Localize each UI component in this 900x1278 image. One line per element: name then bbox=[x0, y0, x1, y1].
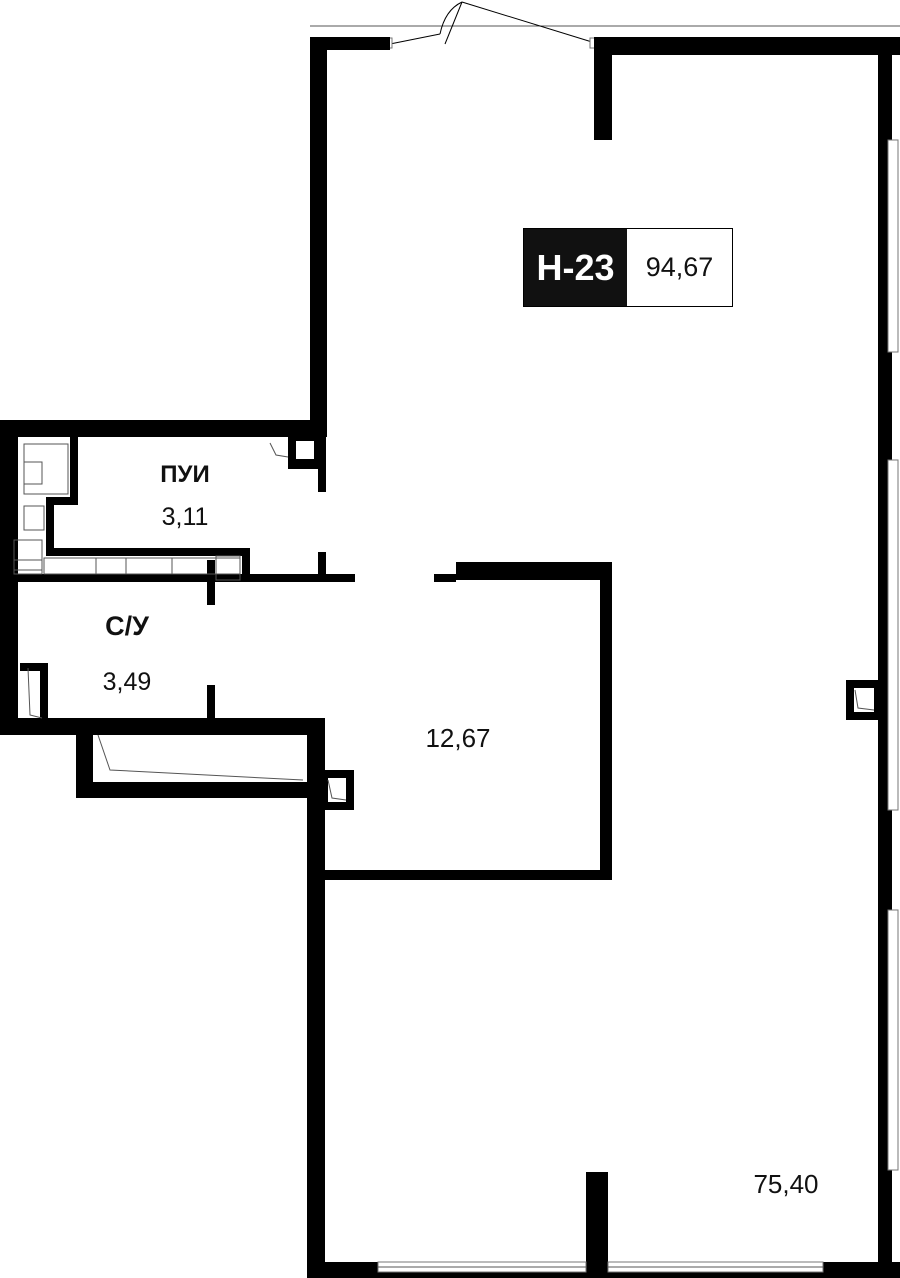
unit-code: Н-23 bbox=[524, 229, 627, 306]
room-small: 12,67 bbox=[425, 723, 490, 753]
room-area: 3,49 bbox=[103, 668, 152, 696]
room-area: 75,40 bbox=[753, 1169, 818, 1199]
outer-walls bbox=[0, 37, 900, 1278]
unit-total-area: 94,67 bbox=[627, 229, 732, 306]
room-area: 3,11 bbox=[162, 503, 209, 531]
room-main: 75,40 bbox=[753, 1169, 818, 1199]
room-area: 12,67 bbox=[425, 723, 490, 753]
shafts bbox=[13, 442, 875, 801]
entrance-door[interactable] bbox=[385, 1, 597, 49]
room-su: С/У 3,49 bbox=[103, 611, 152, 696]
right-windows bbox=[887, 139, 899, 1171]
unit-badge: Н-23 94,67 bbox=[523, 228, 733, 307]
room-name: С/У bbox=[105, 611, 150, 641]
room-name: ПУИ bbox=[160, 461, 209, 488]
bottom-windows bbox=[377, 1261, 824, 1273]
room-pui: ПУИ 3,11 bbox=[160, 461, 209, 531]
interior-walls bbox=[10, 437, 880, 880]
column-insets bbox=[24, 441, 874, 802]
